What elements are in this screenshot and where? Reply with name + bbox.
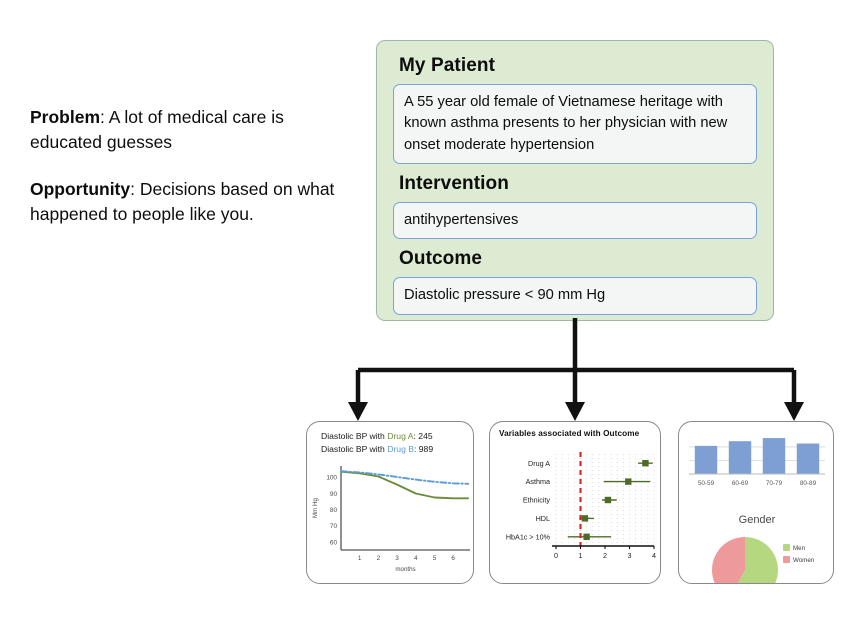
legend-prefix-a: Diastolic BP with xyxy=(321,431,388,441)
card-forest-plot[interactable]: Variables associated with Outcome Drug A… xyxy=(489,421,661,584)
opportunity-label: Opportunity xyxy=(30,178,131,199)
pico-section-intervention: Intervention antihypertensives xyxy=(393,172,757,240)
flow-connector-arrows xyxy=(300,318,820,426)
legend-row-drug-b: Diastolic BP with Drug B: 989 xyxy=(321,443,433,456)
svg-text:60: 60 xyxy=(330,539,338,546)
problem-opportunity-text: Problem: A lot of medical care is educat… xyxy=(30,105,350,226)
card-demographics[interactable]: 50-59 60-69 70-79 80-89 Gender Men Women xyxy=(678,421,834,584)
svg-text:1: 1 xyxy=(579,551,583,560)
outcome-heading: Outcome xyxy=(399,248,483,270)
intervention-heading: Intervention xyxy=(399,172,509,194)
svg-text:Asthma: Asthma xyxy=(526,477,550,486)
svg-text:80: 80 xyxy=(330,507,338,514)
age-distribution-bar-chart: 50-59 60-69 70-79 80-89 xyxy=(689,438,825,487)
legend-label-women: Women xyxy=(793,556,815,564)
pico-section-outcome: Outcome Diastolic pressure < 90 mm Hg xyxy=(393,248,757,315)
text-spacer xyxy=(30,155,350,177)
legend-drug-b: Drug B xyxy=(387,444,414,455)
svg-text:100: 100 xyxy=(326,475,337,482)
problem-label: Problem xyxy=(30,107,101,127)
svg-text:80-89: 80-89 xyxy=(800,480,817,487)
pico-section-patient: My Patient A 55 year old female of Vietn… xyxy=(393,55,757,164)
opportunity-body: : Decisions based on what happened to pe… xyxy=(30,178,335,224)
legend-label-men: Men xyxy=(793,545,806,552)
intervention-value-field[interactable]: antihypertensives xyxy=(393,201,757,240)
legend-row-drug-a: Diastolic BP with Drug A: 245 xyxy=(321,430,433,443)
svg-text:Ethnicity: Ethnicity xyxy=(523,496,551,505)
patient-value-field[interactable]: A 55 year old female of Vietnamese herit… xyxy=(393,84,757,164)
card-diastolic-bp-line-chart[interactable]: Diastolic BP with Drug A: 245 Diastolic … xyxy=(306,421,474,584)
svg-text:3: 3 xyxy=(628,551,632,560)
legend-count-b: : 989 xyxy=(413,444,434,455)
svg-text:70-79: 70-79 xyxy=(766,480,783,487)
svg-text:50-59: 50-59 xyxy=(698,480,715,487)
svg-text:5: 5 xyxy=(433,555,437,562)
legend-item-women: Women xyxy=(783,555,814,567)
svg-text:0: 0 xyxy=(554,551,558,560)
legend-item-men: Men xyxy=(783,543,814,555)
line-chart-plot: 60 70 80 90 100 1 2 3 4 5 6 months Mm Hg xyxy=(312,466,470,573)
legend-drug-a: Drug A xyxy=(387,431,414,441)
svg-text:4: 4 xyxy=(652,551,656,560)
svg-text:1: 1 xyxy=(358,555,362,562)
svg-text:months: months xyxy=(395,566,415,573)
patient-heading: My Patient xyxy=(399,55,496,76)
forest-plot-title: Variables associated with Outcome xyxy=(499,429,640,438)
svg-text:2: 2 xyxy=(603,551,607,560)
svg-text:HDL: HDL xyxy=(536,514,550,523)
gender-chart-title: Gender xyxy=(738,514,776,526)
gender-pie-chart xyxy=(712,537,778,583)
legend-swatch-men xyxy=(783,544,790,551)
legend-prefix-b: Diastolic BP with xyxy=(321,444,388,455)
svg-text:HbA1c > 10%: HbA1c > 10% xyxy=(506,532,551,541)
svg-text:Drug A: Drug A xyxy=(528,459,550,468)
line-chart-legend: Diastolic BP with Drug A: 245 Diastolic … xyxy=(321,430,433,457)
problem-body: : A lot of medical care is educated gues… xyxy=(30,107,284,152)
svg-text:4: 4 xyxy=(414,555,418,562)
svg-text:70: 70 xyxy=(330,523,338,530)
gender-legend: Men Women xyxy=(783,543,814,567)
svg-text:6: 6 xyxy=(451,555,455,562)
outcome-value-field[interactable]: Diastolic pressure < 90 mm Hg xyxy=(393,277,757,315)
legend-swatch-women xyxy=(783,555,790,563)
svg-text:3: 3 xyxy=(395,555,399,562)
legend-count-a: : 245 xyxy=(413,431,433,441)
pico-panel: My Patient A 55 year old female of Vietn… xyxy=(376,40,774,321)
svg-text:2: 2 xyxy=(377,555,381,562)
svg-text:60-69: 60-69 xyxy=(732,480,749,487)
svg-text:90: 90 xyxy=(330,491,338,498)
problem-statement: Problem: A lot of medical care is educat… xyxy=(30,105,350,155)
opportunity-statement: Opportunity: Decisions based on what hap… xyxy=(30,177,350,227)
svg-text:Mm Hg: Mm Hg xyxy=(312,497,319,517)
